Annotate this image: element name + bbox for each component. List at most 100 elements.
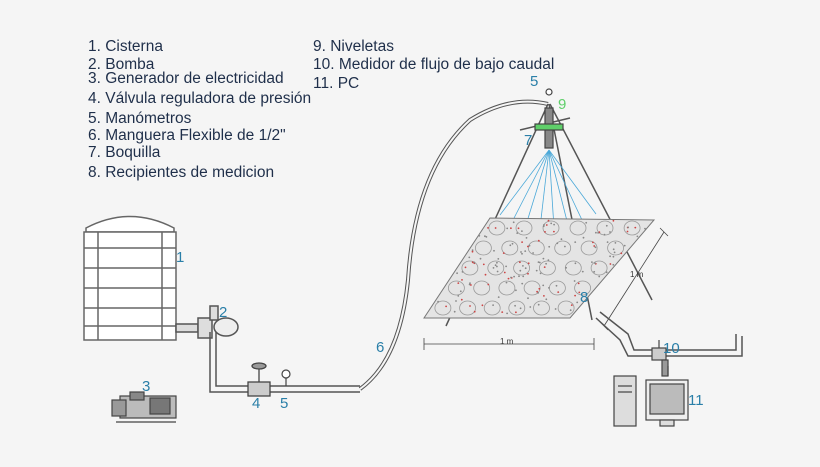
soil-speck: [456, 272, 458, 275]
soil-speck: [471, 249, 474, 252]
drain-pipe: [595, 311, 743, 357]
collection-dish: [533, 300, 550, 316]
soil-speck: [538, 287, 541, 290]
soil-speck: [537, 292, 539, 294]
dimension-width-label: 1 m: [500, 337, 514, 346]
soil-speck: [644, 227, 646, 230]
soil-speck: [594, 262, 596, 265]
callout-5-top: 5: [530, 73, 539, 90]
soil-speck: [545, 262, 547, 265]
soil-speck: [627, 226, 630, 229]
soil-speck: [553, 230, 555, 233]
soil-speck: [560, 238, 563, 241]
callout-8: 8: [580, 289, 589, 306]
rigid-pipe: [209, 332, 360, 393]
soil-speck: [527, 262, 530, 265]
soil-speck: [565, 266, 567, 269]
soil-speck: [547, 259, 550, 262]
soil-speck: [606, 241, 609, 244]
pc: [613, 366, 689, 427]
soil-speck: [455, 300, 457, 302]
collection-dish: [554, 240, 572, 256]
legend-item-11: 11. PC: [313, 75, 360, 92]
soil-speck: [506, 312, 508, 315]
soil-speck: [527, 272, 529, 275]
soil-speck: [515, 311, 517, 314]
soil-speck: [576, 301, 579, 304]
soil-speck: [481, 304, 484, 307]
soil-speck: [519, 307, 522, 310]
soil-speck: [445, 305, 447, 308]
collection-dish: [515, 220, 533, 236]
soil-speck: [545, 298, 548, 301]
soil-speck: [547, 219, 550, 222]
soil-speck: [614, 242, 617, 244]
soil-speck: [543, 295, 545, 297]
soil-speck: [537, 261, 540, 263]
soil-speck: [496, 261, 498, 264]
soil-speck: [494, 227, 497, 229]
legend-item-7: 7. Boquilla: [88, 144, 161, 161]
soil-speck: [598, 275, 601, 278]
callout-7: 7: [524, 132, 533, 149]
soil-speck: [522, 275, 525, 278]
soil-speck: [609, 231, 611, 233]
soil-speck: [543, 266, 546, 268]
soil-speck: [496, 265, 498, 268]
soil-speck: [492, 304, 494, 306]
collection-dish: [473, 280, 491, 296]
soil-speck: [557, 291, 560, 293]
soil-speck: [591, 261, 593, 263]
soil-speck: [487, 227, 489, 229]
soil-speck: [494, 264, 497, 267]
soil-speck: [569, 309, 572, 312]
legend-item-8: 8. Recipientes de medicion: [88, 164, 275, 181]
manometer-ground: [281, 369, 291, 386]
soil-speck: [537, 239, 540, 242]
callout-5-ground: 5: [280, 395, 289, 412]
callout-9: 9: [558, 96, 567, 113]
collection-dish: [574, 280, 591, 296]
soil-speck: [581, 270, 584, 273]
soil-speck: [516, 232, 519, 235]
soil-speck: [525, 237, 528, 239]
collection-dish: [474, 240, 492, 256]
soil-speck: [482, 263, 485, 266]
legend-item-5: 5. Manómetros: [88, 110, 192, 127]
callout-11: 11: [688, 392, 704, 409]
soil-speck: [471, 250, 474, 253]
soil-speck: [515, 289, 517, 292]
collection-dish: [459, 300, 477, 316]
soil-speck: [518, 275, 520, 278]
soil-speck: [532, 252, 534, 254]
collection-dish: [498, 280, 516, 296]
soil-speck: [612, 263, 615, 266]
soil-speck: [553, 223, 555, 226]
collection-dish: [461, 260, 479, 276]
soil-speck: [527, 245, 529, 248]
soil-speck: [460, 298, 463, 301]
soil-speck: [570, 304, 573, 306]
soil-speck: [484, 235, 486, 238]
soil-speck: [510, 276, 512, 279]
soil-speck: [497, 296, 500, 298]
soil-speck: [548, 245, 551, 248]
collection-dish: [580, 240, 598, 256]
soil-speck: [511, 242, 514, 245]
soil-speck: [485, 236, 488, 238]
soil-speck: [521, 252, 523, 255]
soil-speck: [468, 256, 471, 259]
soil-speck: [564, 245, 566, 248]
soil-speck: [505, 281, 508, 284]
soil-speck: [550, 222, 553, 225]
soil-speck: [461, 279, 463, 281]
soil-speck: [545, 224, 548, 226]
soil-speck: [577, 282, 580, 285]
legend-item-2: 2. Bomba: [88, 56, 155, 73]
soil-speck: [453, 310, 456, 313]
collection-dish: [527, 240, 545, 256]
soil-speck: [509, 244, 512, 247]
legend-item-10: 10. Medidor de flujo de bajo caudal: [313, 56, 555, 73]
